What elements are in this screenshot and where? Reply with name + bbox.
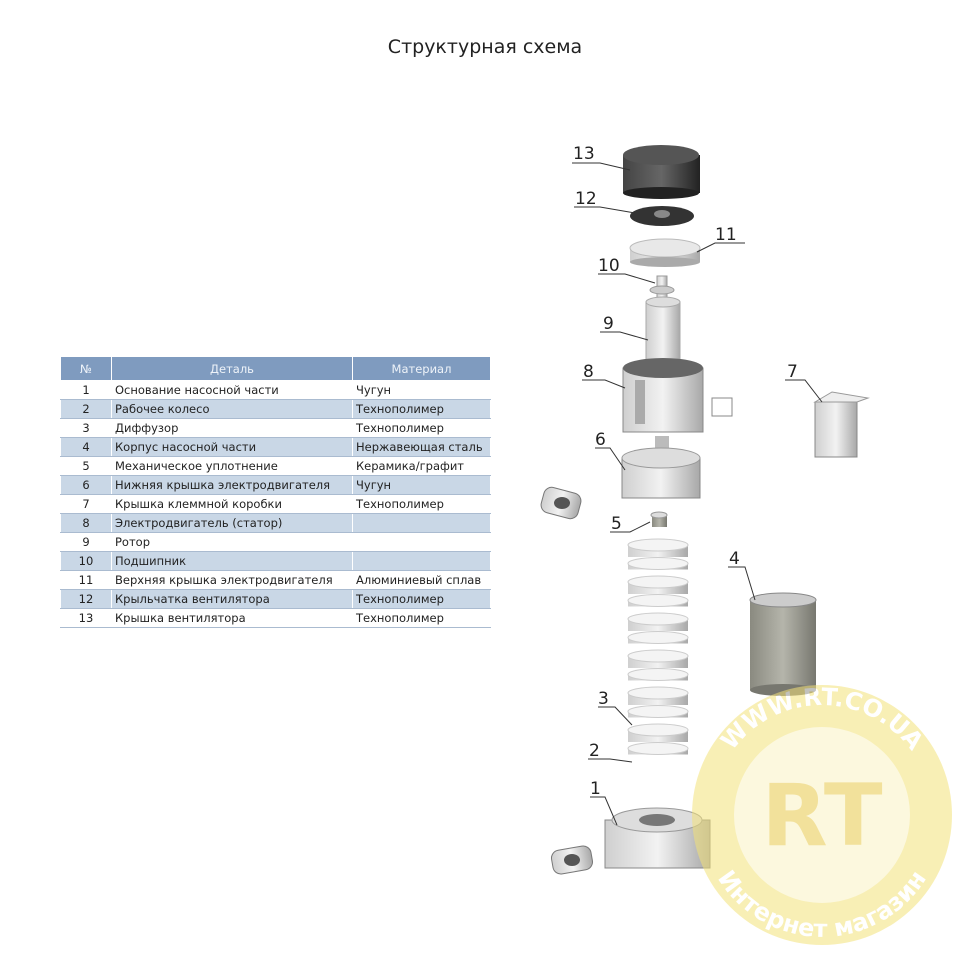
callout-6: 6 [595, 430, 606, 450]
header-material: Материал [352, 356, 491, 381]
leader-lines [572, 162, 823, 826]
cell-number: 12 [60, 589, 112, 609]
impeller-disc [627, 705, 689, 718]
impeller-disc [627, 594, 689, 607]
callout-numbers: 13 12 11 10 9 8 7 6 5 4 3 2 1 [573, 144, 798, 799]
cell-material: Чугун [352, 380, 491, 400]
callout-13: 13 [573, 144, 595, 164]
diffuser-disc [627, 649, 689, 668]
cell-material: Технополимер [352, 399, 491, 419]
part-5-mechanical-seal [650, 511, 668, 527]
part-9-rotor [645, 296, 681, 361]
part-4-pump-casing [749, 592, 817, 696]
diffuser-disc [627, 723, 689, 742]
impeller-disc [627, 668, 689, 681]
parts-2-3-impeller-diffuser-stack [627, 538, 689, 755]
callout-7: 7 [787, 362, 798, 382]
diffuser-disc [627, 575, 689, 594]
cell-material: Технополимер [352, 608, 491, 628]
cell-number: 2 [60, 399, 112, 419]
part-10-bearing [649, 275, 675, 303]
cell-part: Крыльчатка вентилятора [111, 589, 353, 609]
cell-part: Основание насосной части [111, 380, 353, 400]
part-6-lower-cover [540, 436, 701, 520]
callout-4: 4 [729, 549, 740, 569]
cell-part: Рабочее колесо [111, 399, 353, 419]
impeller-disc [627, 557, 689, 570]
header-part: Деталь [111, 356, 353, 381]
cell-number: 8 [60, 513, 112, 533]
cell-part: Верхняя крышка электродвигателя [111, 570, 353, 590]
part-8-motor-stator [622, 358, 733, 433]
part-1-pump-base [550, 807, 711, 875]
cell-material: Технополимер [352, 494, 491, 514]
cell-number: 10 [60, 551, 112, 571]
cell-material [352, 513, 491, 533]
callout-9: 9 [603, 314, 614, 334]
cell-part: Корпус насосной части [111, 437, 353, 457]
callout-5: 5 [611, 514, 622, 534]
callout-8: 8 [583, 362, 594, 382]
watermark-logo: RT [761, 766, 882, 866]
table-header: № Деталь Материал [60, 356, 491, 381]
impeller-disc [627, 631, 689, 644]
callout-11: 11 [715, 225, 737, 245]
part-12-fan-impeller [630, 206, 694, 226]
part-11-top-cover [629, 238, 701, 267]
cell-part: Подшипник [111, 551, 353, 571]
cell-material: Чугун [352, 475, 491, 495]
diffuser-disc [627, 612, 689, 631]
cell-material: Технополимер [352, 418, 491, 438]
callout-3: 3 [598, 689, 609, 709]
cell-number: 13 [60, 608, 112, 628]
callout-2: 2 [589, 741, 600, 761]
callout-12: 12 [575, 189, 597, 209]
part-7-terminal-box-cover [813, 391, 870, 458]
diffuser-disc [627, 538, 689, 557]
callout-1: 1 [590, 779, 601, 799]
part-13-fan-cover [623, 145, 700, 199]
page-title: Структурная схема [387, 36, 583, 58]
impeller-disc [627, 742, 689, 755]
diffuser-disc [627, 686, 689, 705]
callout-10: 10 [598, 256, 620, 276]
rt-watermark: WWW.RT.CO.UA Интернет магазин RT [692, 683, 952, 945]
cell-material: Керамика/графит [352, 456, 491, 476]
